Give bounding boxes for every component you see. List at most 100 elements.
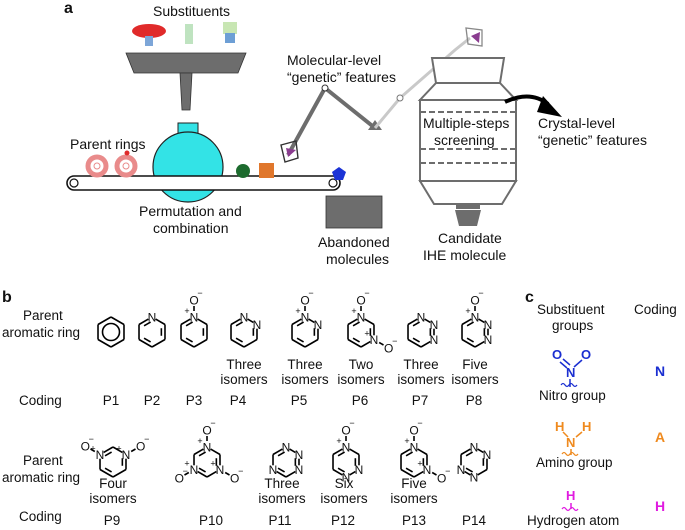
parent-rings-label: Parent rings	[70, 136, 145, 152]
nitrogen-atom: N	[470, 471, 479, 485]
double-bond	[185, 321, 193, 327]
hydrogen-atom: H	[582, 419, 591, 434]
ring-code: P7	[412, 393, 429, 408]
crystal-features-label: Crystal-level	[538, 115, 615, 131]
ring-bond	[193, 448, 204, 456]
nitrogen-atom: N	[457, 463, 466, 477]
oxygen-atom: O	[552, 347, 562, 362]
ring-bond	[420, 340, 431, 348]
double-bond	[337, 451, 345, 457]
positive-charge: +	[417, 459, 422, 469]
ring-code: P13	[402, 513, 426, 528]
substituent-groups-header: Substituent	[537, 302, 605, 317]
ring-bond	[193, 338, 208, 348]
ring-bond	[460, 448, 471, 456]
parent-ring-icon	[85, 154, 109, 178]
ring-bond	[243, 338, 258, 348]
ring-code: P9	[104, 513, 121, 528]
screening-column	[417, 57, 519, 226]
negative-charge: −	[308, 288, 313, 298]
blue-block-stem-icon	[225, 33, 235, 43]
panel-b: b Parent aromatic ring Coding Parent aro…	[2, 288, 499, 528]
double-bond	[466, 321, 474, 327]
oxygen-atom: O	[409, 424, 418, 438]
oxygen-atom: O	[230, 472, 239, 486]
n-o-bond	[431, 471, 437, 476]
nitrogen-atom: N	[295, 448, 304, 462]
ring-bond	[464, 470, 471, 476]
ring-bond	[308, 318, 315, 324]
negative-charge: −	[478, 288, 483, 298]
oxygen-atom: O	[470, 294, 479, 308]
ring-bond	[332, 468, 343, 476]
nitrogen-atom: N	[295, 463, 304, 477]
nitrogen-atom: N	[566, 435, 575, 450]
nitrogen-atom: N	[357, 311, 366, 325]
nitro-group-label: Nitro group	[539, 388, 606, 403]
nitrogen-atom: N	[430, 318, 439, 332]
nitrogen-atom: N	[314, 318, 323, 332]
double-bond	[185, 337, 193, 343]
hydrogen-atom: H	[555, 419, 564, 434]
ring-bond	[155, 318, 166, 326]
nitro-group-structure: O N O	[552, 347, 591, 388]
robot-arm	[280, 27, 483, 163]
aromatic-ring-structure: NO−+NO−+	[400, 418, 450, 486]
nitrogen-atom: N	[470, 441, 479, 455]
row-label: Parent	[23, 308, 63, 323]
candidate-label: IHE molecule	[423, 247, 506, 263]
ring-bond	[110, 338, 125, 348]
oxygen-atom: O	[202, 424, 211, 438]
isomer-note: isomers	[337, 372, 385, 387]
oxygen-atom: O	[341, 424, 350, 438]
row-label: Parent	[23, 453, 63, 468]
ring-bond	[291, 318, 302, 326]
negative-charge: −	[445, 466, 450, 476]
ring-bond	[347, 318, 358, 326]
panel-a: a Substituents Parent rings	[64, 0, 647, 267]
screening-label: screening	[434, 132, 495, 148]
isomer-note: Three	[287, 357, 322, 372]
nitrogen-atom: N	[430, 333, 439, 347]
substituent-groups-header: groups	[552, 318, 594, 333]
ring-bond	[461, 338, 476, 348]
ring-bond	[180, 338, 195, 348]
nitrogen-atom: N	[417, 311, 426, 325]
gripper-icon	[280, 140, 299, 163]
ring-bond	[347, 338, 362, 348]
positive-charge: +	[197, 436, 202, 446]
ring-bond	[291, 338, 306, 348]
ring-bond	[230, 318, 241, 326]
ring-bond	[110, 316, 125, 326]
ring-bond	[247, 318, 254, 324]
blue-block-icon	[223, 22, 237, 34]
ring-bond	[285, 470, 296, 478]
isomer-note: Five	[462, 357, 488, 372]
positive-charge: +	[404, 436, 409, 446]
positive-charge: +	[116, 444, 121, 454]
panel-c-label: c	[525, 289, 534, 306]
n-o-bond	[90, 448, 96, 453]
ring-code: P1	[103, 393, 120, 408]
aromatic-ring-structure: NO−+NO−+NO−+	[175, 418, 244, 486]
ring-code: P4	[230, 393, 247, 408]
permutation-label: Permutation and	[139, 203, 242, 219]
double-bond	[465, 467, 473, 473]
substituent-icons	[132, 22, 237, 46]
nitrogen-atom: N	[410, 441, 419, 455]
ring-code: P11	[268, 513, 291, 528]
nitrogen-atom: N	[370, 333, 379, 347]
ring-bond	[407, 318, 418, 326]
ring-bond	[477, 468, 488, 476]
ring-bond	[349, 448, 360, 456]
isomer-note: Four	[99, 476, 127, 491]
isomer-note: isomers	[320, 491, 368, 506]
double-bond	[412, 321, 420, 327]
positive-charge: +	[364, 329, 369, 339]
aromatic-ring-structure: NO−+NO−+	[347, 288, 397, 356]
hydrogen-atom-label: Hydrogen atom	[527, 513, 619, 528]
nitrogen-atom: N	[190, 311, 199, 325]
